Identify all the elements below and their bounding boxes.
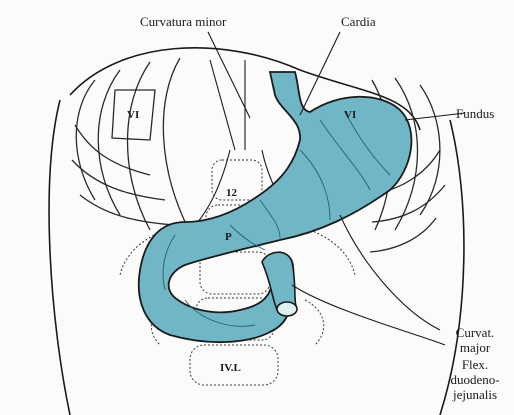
left-flank-line — [49, 100, 70, 415]
label-curvatura-minor: Curvatura minor — [140, 14, 226, 29]
label-flex-line3: jejunalis — [439, 387, 511, 402]
jejunum-opening — [277, 302, 297, 316]
label-curvat-major-line1: Curvat. — [441, 325, 509, 340]
label-flex-duodenojejunalis: Flex. duodeno- jejunalis — [439, 357, 511, 402]
label-flex-line2: duodeno- — [439, 372, 511, 387]
label-curvat-major-line2: major — [441, 340, 509, 355]
left-ribs — [72, 58, 190, 232]
rib-label-vi-right: VI — [344, 108, 356, 123]
pylorus-label: P — [225, 230, 232, 245]
label-cardia: Cardia — [341, 14, 376, 29]
label-fundus: Fundus — [456, 106, 494, 121]
vertebra-label-12: 12 — [226, 186, 237, 201]
label-curvat-major: Curvat. major — [441, 325, 509, 355]
label-flex-line1: Flex. — [439, 357, 511, 372]
rib-label-vi-left: VI — [127, 108, 139, 123]
vertebra-label-ivl: IV.L — [220, 361, 241, 376]
